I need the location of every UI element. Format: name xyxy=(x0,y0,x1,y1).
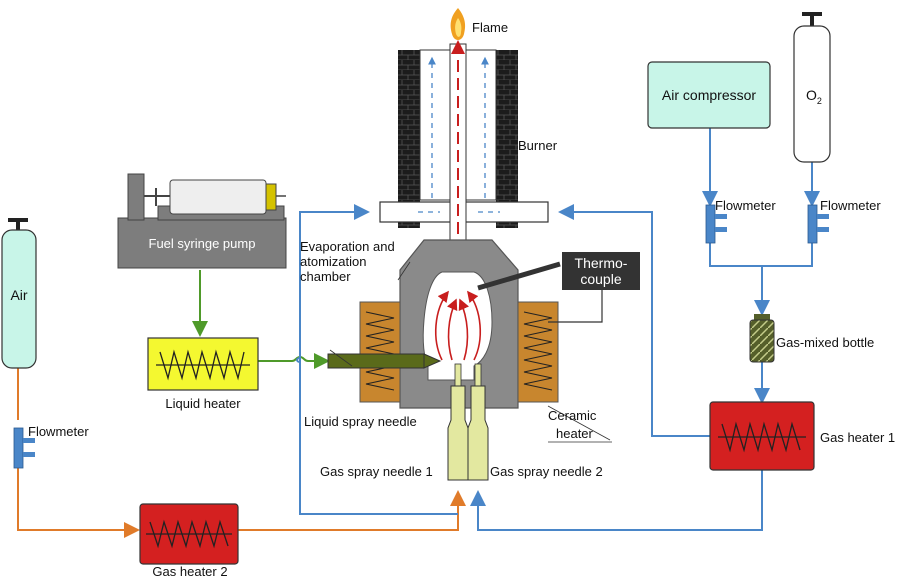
fuel-syringe-pump-label: Fuel syringe pump xyxy=(149,236,256,251)
liquid-heater-label: Liquid heater xyxy=(165,396,241,411)
burner-wall-right xyxy=(496,50,518,228)
air-label: Air xyxy=(10,287,27,303)
flowmeter-icon xyxy=(705,204,727,244)
gas-lines xyxy=(296,128,820,531)
gas-heater-2-label: Gas heater 2 xyxy=(152,564,227,579)
thermocouple-label-line1: Thermo- xyxy=(575,255,628,271)
gas-mixed-bottle xyxy=(749,314,775,363)
chamber-label-line3: chamber xyxy=(300,269,351,284)
gas-mixed-bottle-label: Gas-mixed bottle xyxy=(776,335,874,350)
gas-spray-needle-1-label: Gas spray needle 1 xyxy=(320,464,433,479)
flowmeter-icon xyxy=(13,427,35,469)
gas-spray-needle-2-label: Gas spray needle 2 xyxy=(490,464,603,479)
ceramic-heater-label-line1: Ceramic xyxy=(548,408,597,423)
flowmeter-label-air: Flowmeter xyxy=(28,424,89,439)
flowmeter-label-compressor: Flowmeter xyxy=(715,198,776,213)
liquid-spray-needle-label: Liquid spray needle xyxy=(304,414,417,429)
ceramic-heater-label-line2: heater xyxy=(556,426,594,441)
gas-heater-1-label: Gas heater 1 xyxy=(820,430,895,445)
chamber-label-line2: atomization xyxy=(300,254,366,269)
thermocouple xyxy=(477,252,640,323)
ceramic-heater-right xyxy=(517,301,559,403)
liquid-spray-needle xyxy=(327,353,442,369)
flame-label: Flame xyxy=(472,20,508,35)
fuel-syringe-pump xyxy=(117,173,287,269)
gas-heater-2 xyxy=(139,503,239,565)
ceramic-heater-left xyxy=(359,301,401,403)
o2-cylinder xyxy=(793,12,831,163)
burner-label: Burner xyxy=(518,138,558,153)
flowmeter-icon xyxy=(807,204,829,244)
burner-wall-left xyxy=(398,50,420,228)
air-line xyxy=(17,368,466,538)
air-compressor xyxy=(647,61,771,129)
air-compressor-label: Air compressor xyxy=(662,87,756,103)
o2-label: O2 xyxy=(806,87,822,106)
air-cylinder xyxy=(1,218,37,369)
leader-lines xyxy=(329,261,612,443)
flame-icon xyxy=(450,8,466,40)
liquid-heater xyxy=(147,337,259,391)
gas-heater-1 xyxy=(709,401,815,471)
chamber-label-line1: Evaporation and xyxy=(300,239,395,254)
gas-spray-needle-2 xyxy=(467,363,489,481)
thermocouple-label-line2: couple xyxy=(580,271,621,287)
burner xyxy=(379,40,549,277)
flowmeter-label-o2: Flowmeter xyxy=(820,198,881,213)
